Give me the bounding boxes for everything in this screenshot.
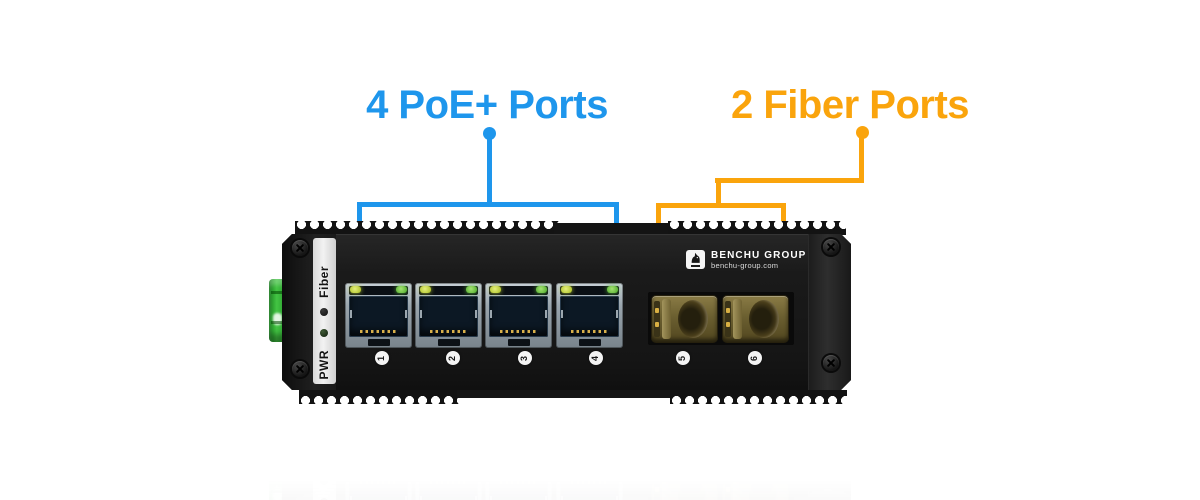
poe-led-icon: [350, 286, 361, 293]
fiber-ports-label: 2 Fiber Ports: [730, 83, 970, 127]
gold-pins: [500, 330, 537, 333]
port-number-badge: 4: [589, 351, 603, 365]
brand-website: benchu-group.com: [711, 261, 779, 270]
sfp-port: [652, 296, 717, 342]
power-terminal-block: [269, 279, 286, 342]
poe-led-icon: [490, 286, 501, 293]
heatsink-fins-top-right: [668, 221, 846, 235]
power-label: PWR: [317, 350, 331, 380]
screw-icon: [292, 240, 308, 256]
unicorn-logo-icon: [686, 250, 705, 269]
rj45-jack-opening: [489, 296, 548, 337]
fiber-led-indicator: [320, 308, 328, 316]
port-number-badge: 1: [375, 351, 389, 365]
brand-logo: BENCHU GROUP benchu-group.com: [686, 250, 806, 270]
power-led-indicator: [320, 329, 328, 337]
fiber-leader-line-horizontal: [715, 178, 864, 183]
port-number-badge: 6: [748, 351, 762, 365]
status-label-strip: Fiber PWR: [313, 238, 336, 384]
screw-icon: [292, 361, 308, 377]
gold-pin: [655, 322, 659, 327]
poe-led-icon: [561, 286, 572, 293]
rj45-jack-opening: [419, 296, 478, 337]
heatsink-edge-bottom: [457, 390, 675, 398]
fiber-leader-line-drop: [716, 180, 721, 208]
sfp-port: [723, 296, 788, 342]
poe-led-icon: [420, 286, 431, 293]
heatsink-fins-bottom-right: [670, 390, 847, 404]
sfp-latch: [733, 299, 742, 339]
link-led-icon: [536, 286, 547, 293]
poe-ports-label: 4 PoE+ Ports: [366, 83, 608, 127]
rj45-port: [415, 283, 482, 348]
fiber-leader-line-vertical: [859, 132, 864, 183]
sfp-dust-plug: [678, 300, 708, 338]
port-number-badge: 2: [446, 351, 460, 365]
switch-body: Fiber PWR BENCHU GROUP benchu-group.com: [282, 234, 851, 390]
sfp-dust-plug: [749, 300, 779, 338]
gold-pin: [655, 308, 659, 313]
sfp-latch: [662, 299, 671, 339]
sfp-gold-contacts: [725, 301, 731, 337]
link-led-icon: [607, 286, 618, 293]
poe-leader-line: [487, 133, 492, 207]
screw-icon: [823, 239, 839, 255]
port-number-badge: 5: [676, 351, 690, 365]
rj45-port: [556, 283, 623, 348]
rj45-port: [345, 283, 412, 348]
rj45-port: [485, 283, 552, 348]
rj45-jack-opening: [349, 296, 408, 337]
rj45-jack-opening: [560, 296, 619, 337]
sfp-gold-contacts: [654, 301, 660, 337]
gold-pin: [726, 322, 730, 327]
rj45-port-group: [345, 283, 623, 348]
brand-name: BENCHU GROUP: [711, 250, 807, 261]
sfp-port-group: [652, 296, 788, 342]
brand-text: BENCHU GROUP benchu-group.com: [711, 250, 806, 270]
screw-icon: [823, 355, 839, 371]
port-number-badge: 3: [518, 351, 532, 365]
gold-pin: [726, 308, 730, 313]
heatsink-fins-top-left: [295, 221, 560, 235]
heatsink-edge-top: [554, 223, 674, 235]
link-led-icon: [466, 286, 477, 293]
gold-pins: [430, 330, 467, 333]
heatsink-fins-bottom-left: [299, 390, 462, 404]
gold-pins: [571, 330, 608, 333]
gold-pins: [360, 330, 397, 333]
link-led-icon: [396, 286, 407, 293]
industrial-poe-switch: Fiber PWR BENCHU GROUP benchu-group.com: [264, 221, 852, 404]
fiber-label: Fiber: [317, 266, 331, 298]
